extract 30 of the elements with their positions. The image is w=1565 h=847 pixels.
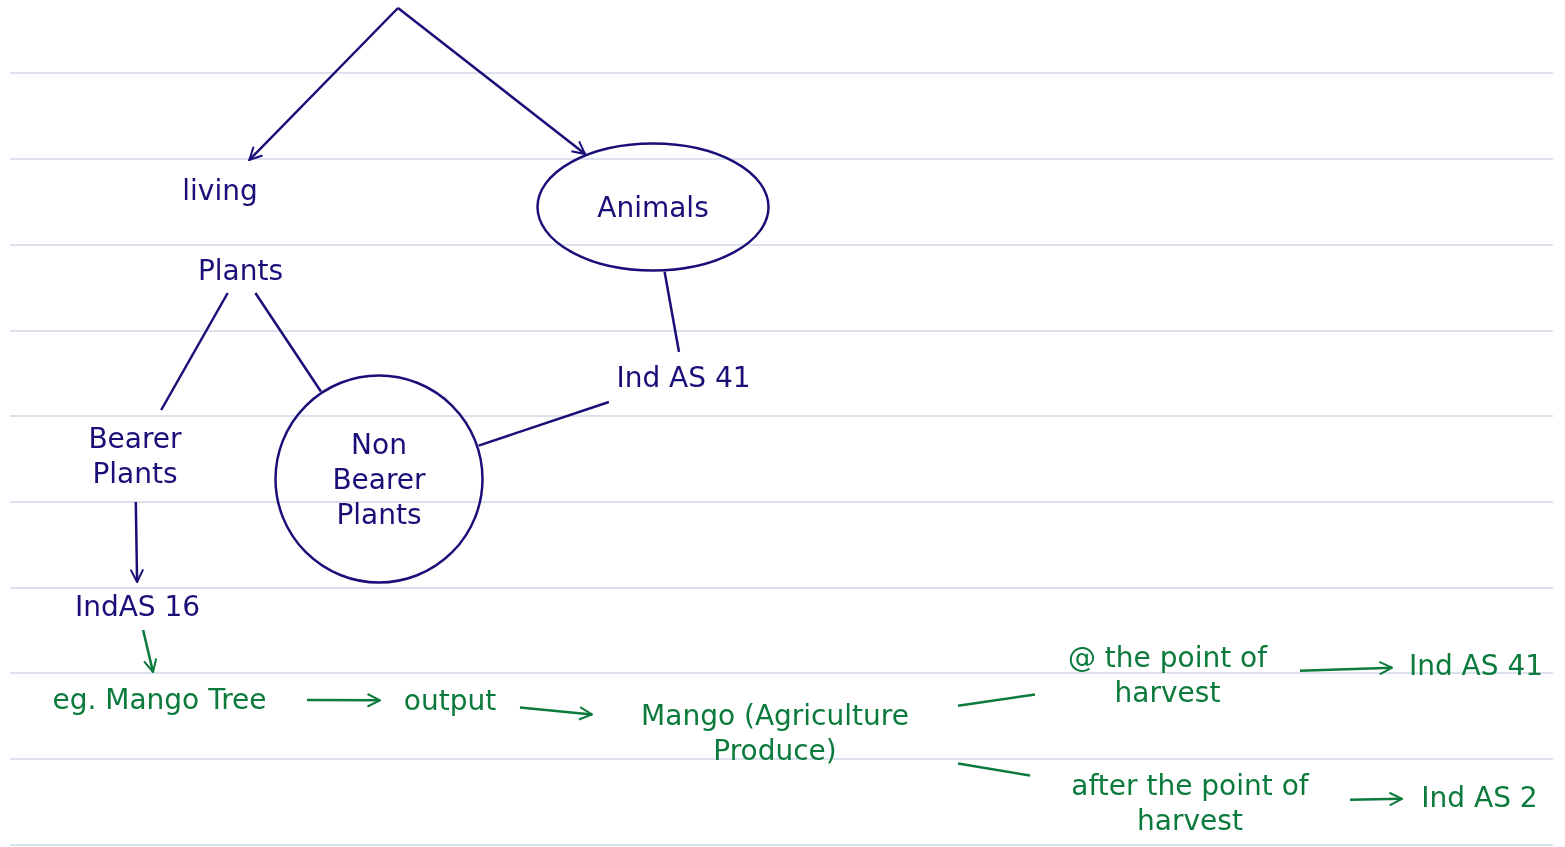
- node-label: Plants: [197, 253, 284, 288]
- node-label: output: [403, 683, 497, 718]
- node-label: living: [182, 172, 258, 208]
- circle-node: [274, 374, 484, 584]
- arrow: [397, 7, 587, 155]
- node-label: Non Bearer Plants: [331, 426, 427, 532]
- connector-line: [160, 292, 229, 411]
- node-label: Ind AS 41: [616, 359, 751, 395]
- ellipse-node: [536, 142, 770, 272]
- connector-line: [478, 400, 610, 447]
- node-label: IndAS 16: [74, 588, 201, 624]
- node-label: after the point of harvest: [1070, 767, 1310, 838]
- arrow: [1349, 791, 1403, 807]
- arrow: [129, 501, 145, 583]
- arrow: [307, 693, 381, 708]
- node-label: Bearer Plants: [87, 421, 183, 491]
- node-label: Animals: [597, 189, 709, 225]
- arrow: [248, 7, 399, 161]
- node-label: Ind AS 2: [1421, 780, 1538, 815]
- connector-line: [254, 292, 322, 393]
- connector-line: [663, 271, 681, 353]
- arrow: [1299, 660, 1393, 676]
- node-label: Ind AS 41: [1408, 647, 1544, 683]
- node-label: @ the point of harvest: [1066, 640, 1269, 710]
- connector-line: [957, 762, 1031, 777]
- node-label: eg. Mango Tree: [52, 682, 267, 717]
- node-label: Mango (Agriculture Produce): [640, 697, 910, 768]
- arrow: [141, 629, 158, 673]
- arrow: [519, 706, 593, 721]
- connector-line: [957, 693, 1036, 707]
